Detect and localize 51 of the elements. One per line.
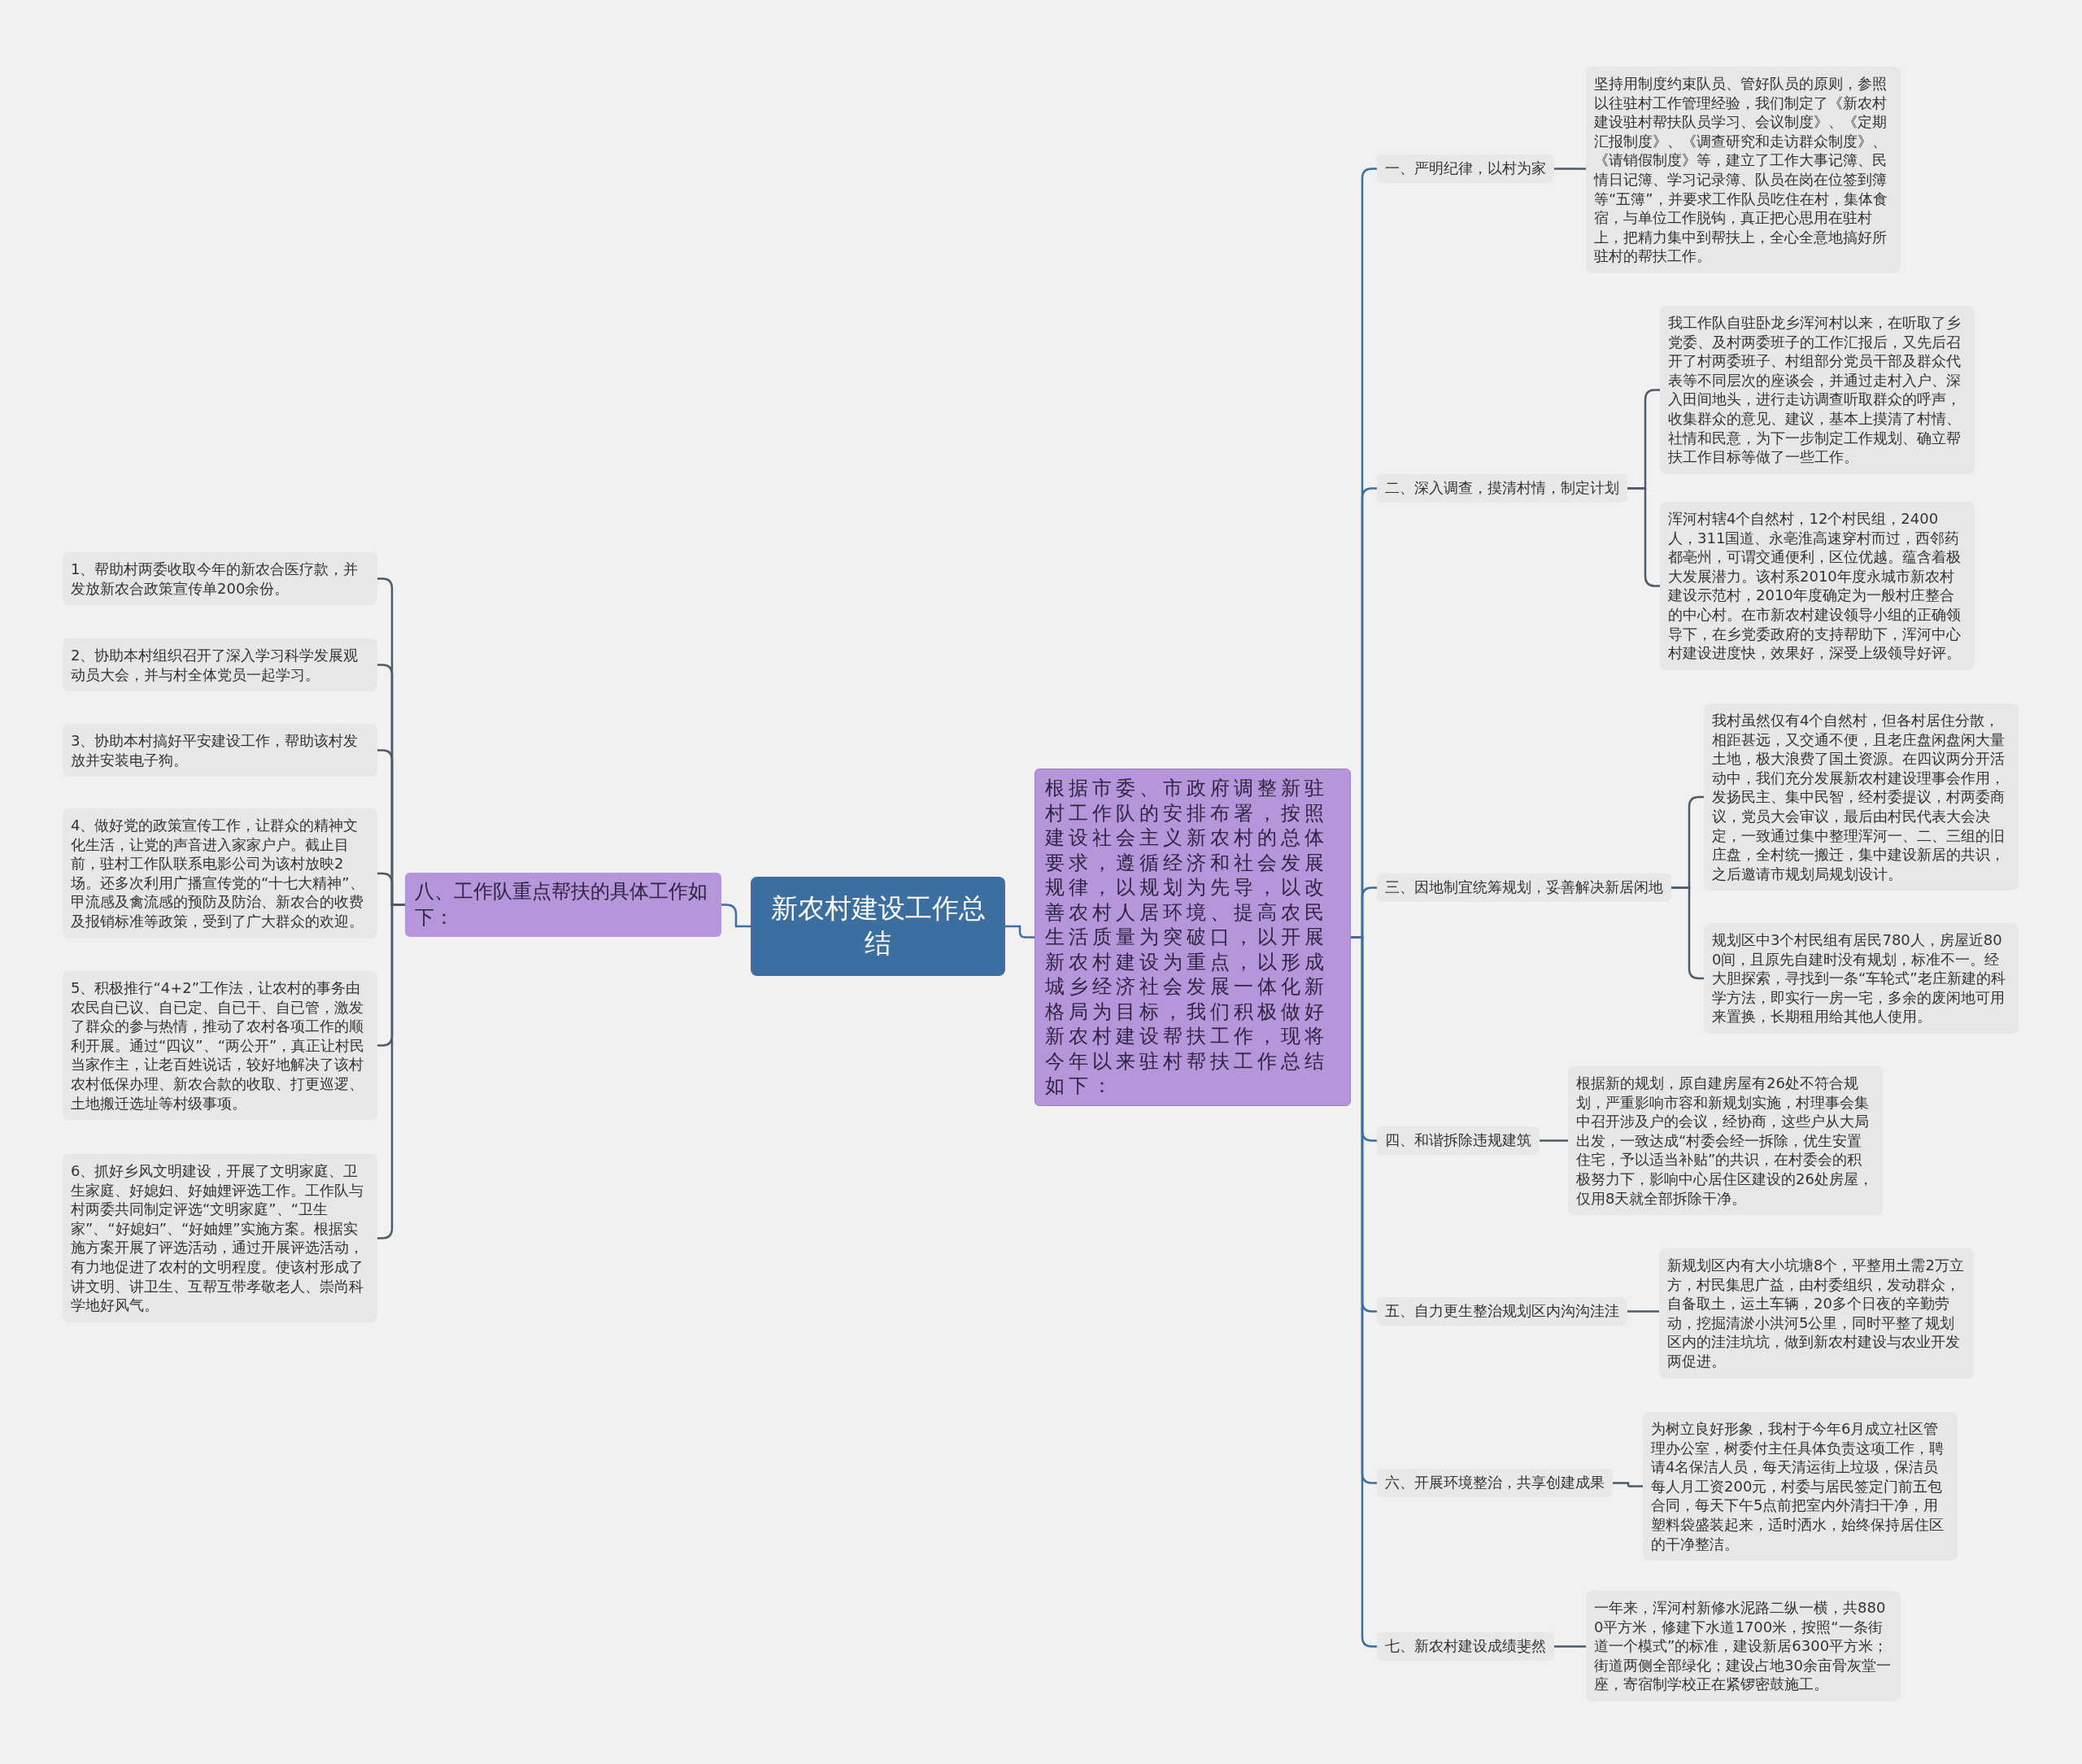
branch-topic-box [1377, 1126, 1540, 1155]
topic-text: 6、抓好乡风文明建设，开展了文明家庭、卫生家庭、好媳妇、好妯娌评选工作。工作队与村两委共同制定评选“文明家庭”、“卫生家”、“好媳妇”、“好妯娌”实施方案。根据实施方案开展了评选活动，通过开展评选活动，有力地促进了农村的文明程度。使该村形成了讲文明、讲卫生、互帮互带孝敬老人、崇尚科学地好风气。 [71, 1161, 364, 1315]
topic-text: 我工作队自驻卧龙乡浑河村以来，在听取了乡党委、及村两委班子的工作汇报后，又先后召开了村两委班子、村组部分党员干部及群众代表等不同层次的座谈会，并通过走村入户、深入田间地头，进行走访调查听取群众的呼声，收集群众的意见、建议，基本上摸清了村情、社情和民意，为下一步制定工作规划、确立帮扶工作目标等做了一些工作。 [1668, 313, 1962, 467]
topic-text: 二、深入调查，摸清村情，制定计划 [1385, 479, 1619, 498]
topic-text: 1、帮助村两委收取今年的新农合医疗款，并发放新农合政策宣传单200余份。 [71, 560, 359, 599]
topic-text: 八、工作队重点帮扶的具体工作如下： [415, 879, 708, 930]
topic-text: 七、新农村建设成绩斐然 [1385, 1637, 1546, 1656]
connector-line [1540, 1139, 1568, 1142]
topic-text: 3、协助本村搞好平安建设工作，帮助该村发放并安装电子狗。 [71, 731, 359, 770]
detail-note-box [63, 971, 377, 1121]
detail-note-box [63, 638, 377, 692]
connector-line [1554, 1645, 1586, 1648]
topic-text: 四、和谐拆除违规建筑 [1385, 1131, 1531, 1150]
branch-topic-box [1377, 1297, 1627, 1326]
topic-text: 根据市委、市政府调整新驻村工作队的安排布署，按照建设社会主义新农村的总体要求，遵循经济和社会发展规律，以规划为先导，以改善农村人居环境、提高农民生活质量为突破口，以开展新农村建设为重点，以形成城乡经济社会发展一体化新格局为目标，我们积极做好新农村建设帮扶工作，现将今年以来驻村帮扶工作总结如下： [1045, 776, 1329, 1099]
topic-text: 浑河村辖4个自然村，12个村民组，2400人，311国道、永亳淮高速穿村而过，西邻药都亳州，可谓交通便利，区位优越。蕴含着极大发展潜力。该村系2010年度永城市新农村建设示范村，2010年度确定为一般村庄整合的中心村。在市新农村建设领导小组的正确领导下，在乡党委政府的支持帮助下，浑河中心村建设进度快，效果好，深受上级领导好评。 [1668, 509, 1962, 663]
connector-line [377, 904, 405, 1239]
branch-topic-box [1377, 1469, 1613, 1497]
topic-text: 2、协助本村组织召开了深入学习科学发展观动员大会，并与村全体党员一起学习。 [71, 646, 359, 685]
topic-text: 三、因地制宜统筹规划，妥善解决新居闲地 [1385, 878, 1663, 897]
topic-text: 为树立良好形象，我村于今年6月成立社区管理办公室，树委付主任具体负责这项工作，聘请4名保洁人员，每天清运街上垃圾，保洁员每人月工资200元，村委与居民签定门前五包合同，每天下午5点前把室内外清扫干净，用塑料袋盛装起来，适时洒水，始终保持居住区的干净整洁。 [1651, 1419, 1945, 1554]
connector-line [1005, 925, 1034, 939]
detail-note-box [1659, 1248, 1974, 1379]
branch-topic-box [1377, 155, 1554, 183]
topic-text: 4、做好党的政策宣传工作，让群众的精神文化生活，让党的声音进入家家户户。截止目前，驻村工作队联系电影公司为该村放映2场。还多次利用广播宣传党的“十七大精神”、甲流感及禽流感的预防及防治、新农合的收费及报销标准等政策，受到了广大群众的欢迎。 [71, 816, 365, 931]
topic-text: 根据新的规划，原自建房屋有26处不符合规划，严重影响市容和新规划实施，村理事会集中召开涉及户的会议，经协商，这些户从大局出发，一致达成“村委会经一拆除，优生安置住宅，予以适当补贴”的共识，在村委会的积极努力下，影响中心居住区建设的26处房屋，仅用8天就全部拆除干净。 [1576, 1074, 1874, 1209]
topic-text: 一、严明纪律，以村为家 [1385, 159, 1546, 178]
central-topic-box [751, 877, 1005, 976]
detail-note-box [1586, 1591, 1901, 1701]
topic-text: 坚持用制度约束队员、管好队员的原则，参照以往驻村工作管理经验，我们制定了《新农村建设驻村帮扶队员学习、会议制度》、《定期汇报制度》、《调查研究和走访群众制度》、《请销假制度》等，建立了工作大事记簿、民情日记簿、学习记录簿、队员在岗在位签到簿等“五簿”，并要求工作队员吃住在村，集体食宿，与单位工作脱钩，真正把心思用在驻村上，把精力集中到帮扶上，全心全意地搞好所驻村的帮扶工作。 [1594, 74, 1888, 266]
detail-note-box [63, 552, 377, 606]
branch-topic-box [1377, 873, 1671, 902]
detail-note-box [63, 724, 377, 777]
connector-line [1554, 168, 1586, 170]
topic-text: 六、开展环境整治，共享创建成果 [1385, 1474, 1605, 1492]
topic-text: 一年来，浑河村新修水泥路二纵一横，共8800平方米，修建下水道1700米，按照“一条街道一个模式”的标准，建设新居6300平方米；街道两侧全部绿化；建设占地30余亩骨灰堂一座，寄宿制学校正在紧锣密鼓施工。 [1594, 1598, 1892, 1694]
detail-note-box [63, 808, 377, 939]
subtopic-box [405, 873, 721, 938]
topic-text: 新农村建设工作总结 [769, 891, 987, 960]
detail-note-box [1704, 923, 2019, 1034]
branch-topic-box [1377, 1632, 1554, 1661]
connector-line [1613, 1482, 1643, 1487]
connector-line [1627, 1310, 1659, 1313]
topic-text: 新规划区内有大小坑塘8个，平整用土需2万立方，村民集思广益，由村委组织，发动群众，自备取土，运土车辆，20多个日夜的辛勤劳动，挖掘清淤小洪河5公里，同时平整了规划区内的洼洼坑坑，做到新农村建设与农业开发两促进。 [1667, 1256, 1965, 1371]
topic-text: 规划区中3个村民组有居民780人，房屋近800间，且原先自建时没有规划，标准不一。经大胆探索，寻找到一条“车轮式”老庄新建的科学方法，即实行一房一宅，多余的废闲地可用来置换，长期租用给其他人使用。 [1712, 930, 2006, 1026]
topic-text: 5、积极推行“4+2”工作法，让农村的事务由农民自已议、自已定、自已干、自已管，激发了群众的参与热情，推动了农村各项工作的顺利开展。通过“四议”、“两公开”，真正让村民当家作主，让老百姓说话，较好地解决了该村农村低保办理、新农合款的收取、打更巡逻、土地搬迁选址等村级事项。 [71, 978, 366, 1113]
topic-text: 五、自力更生整治规划区内沟沟洼洼 [1385, 1302, 1619, 1321]
connector-line [721, 904, 751, 928]
detail-note-box [1643, 1412, 1958, 1561]
topic-text: 我村虽然仅有4个自然村，但各村居住分散，相距甚远，又交通不便，且老庄盘闲盘闲大量土地，极大浪费了国土资源。在四议两分开活动中，我们充分发展新农村建设理事会作用，发扬民主、集中民智，经村委提议，村两委商议，党员大会审议，最后由村民代表大会决定，一致通过集中整理浑河一、二、三组的旧庄盘，全村统一搬迁，集中建设新居的共识，之后邀请市规划局规划设计。 [1712, 711, 2006, 884]
branch-topic-box [1377, 474, 1627, 503]
